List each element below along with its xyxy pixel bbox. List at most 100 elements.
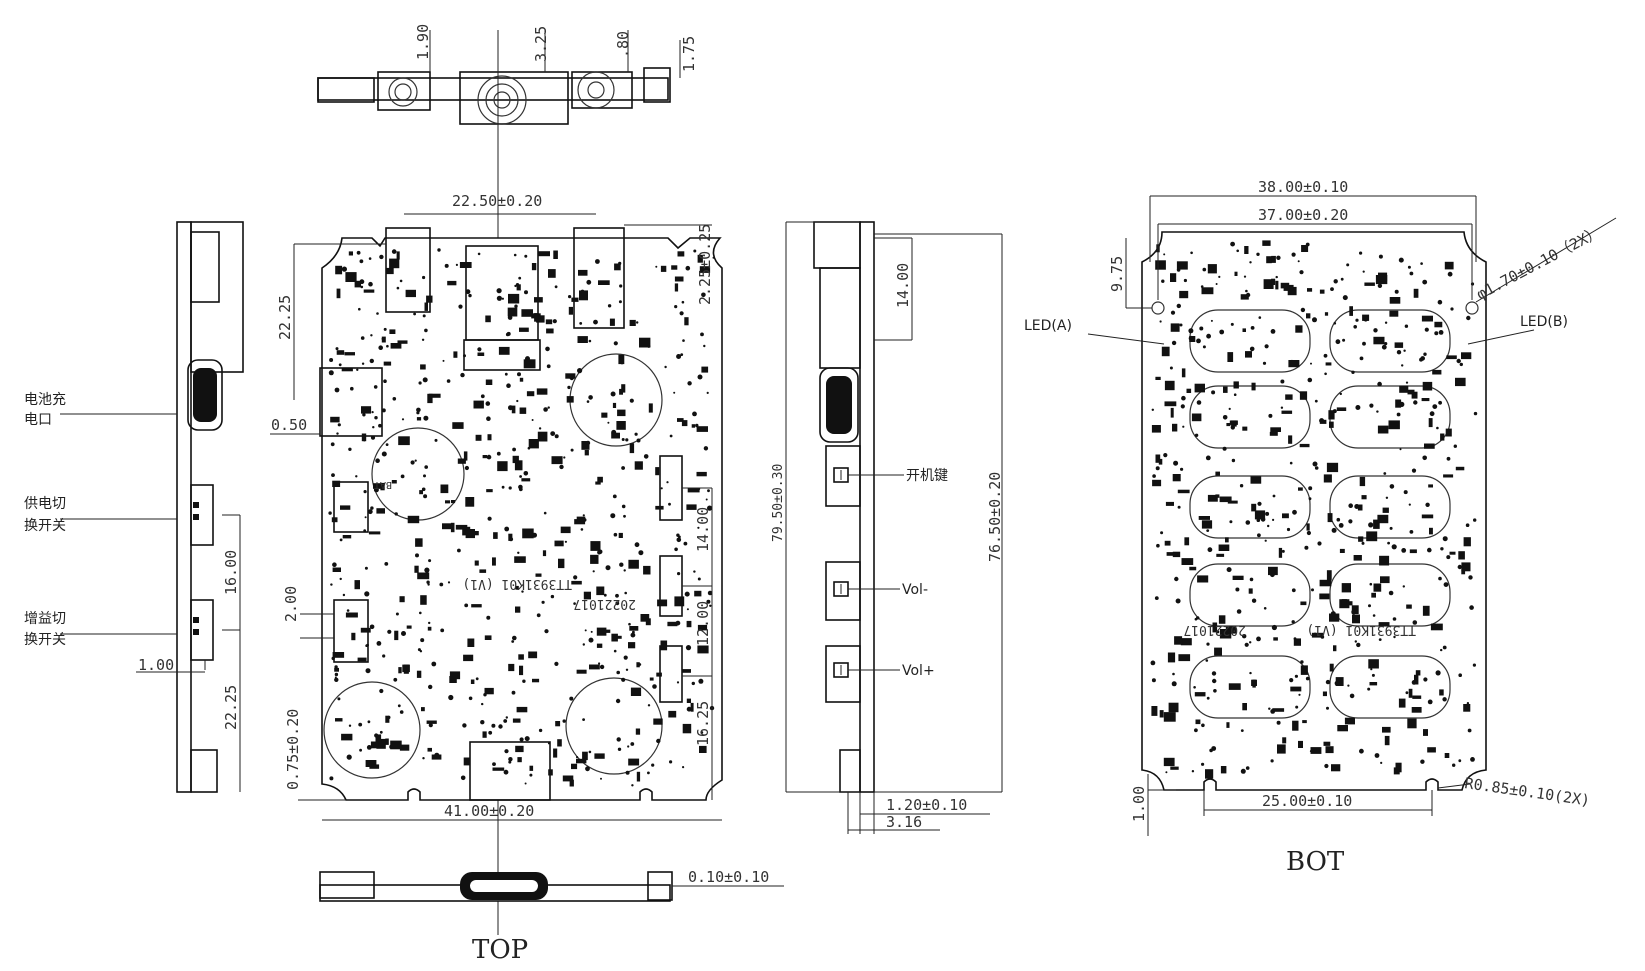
smd-pad — [1299, 391, 1308, 400]
via-dot — [1389, 526, 1393, 530]
via-dot — [496, 288, 502, 294]
via-dot — [1361, 541, 1365, 545]
via-dot — [1291, 620, 1295, 624]
smd-pad — [512, 718, 521, 723]
right-dim-height-left: 79.50±0.30 — [771, 464, 786, 542]
via-dot — [1218, 275, 1221, 278]
via-dot — [1249, 261, 1252, 264]
via-dot — [447, 581, 451, 584]
via-dot — [623, 655, 628, 660]
via-dot — [1427, 547, 1432, 553]
via-dot — [1362, 341, 1366, 346]
via-dot — [1325, 679, 1331, 685]
via-dot — [422, 314, 426, 318]
smd-pad — [1198, 516, 1210, 520]
via-dot — [674, 305, 678, 309]
smd-pad — [1268, 566, 1278, 576]
top-edge-dim-2: 3.25 — [532, 26, 550, 62]
smd-pad — [653, 718, 663, 725]
via-dot — [1230, 241, 1235, 247]
via-dot — [1434, 331, 1439, 336]
smd-pad — [1273, 637, 1278, 641]
via-dot — [1271, 624, 1277, 631]
via-dot — [504, 749, 509, 754]
smd-pad — [1205, 769, 1214, 779]
via-dot — [1291, 588, 1296, 593]
smd-pad — [449, 676, 457, 683]
via-dot — [1367, 687, 1371, 691]
smd-pad — [699, 266, 711, 273]
via-dot — [498, 724, 503, 729]
smd-pad — [1300, 665, 1308, 675]
smd-pad — [1207, 494, 1218, 502]
via-dot — [643, 454, 649, 459]
via-dot — [1196, 338, 1201, 344]
top-silkscreen-date: 20221017 — [573, 596, 636, 611]
via-dot — [334, 672, 339, 677]
via-dot — [623, 514, 626, 518]
via-dot — [1435, 670, 1441, 676]
via-dot — [1272, 518, 1275, 522]
via-dot — [1396, 350, 1402, 355]
smd-pad — [1174, 636, 1183, 645]
via-dot — [417, 648, 421, 652]
smd-pad — [1216, 553, 1225, 557]
smd-pad — [1248, 588, 1253, 594]
smd-pad — [487, 434, 492, 441]
via-dot — [674, 547, 678, 552]
smd-pad — [1429, 527, 1433, 535]
via-dot — [1333, 279, 1338, 284]
via-dot — [603, 593, 607, 597]
via-dot — [508, 486, 512, 490]
via-dot — [1373, 328, 1378, 333]
via-dot — [379, 730, 383, 734]
dim-right-mid2: 12.00 — [694, 601, 712, 646]
smd-pad — [1266, 256, 1272, 264]
left-side-view — [176, 221, 244, 793]
via-dot — [423, 474, 426, 478]
via-dot — [1161, 279, 1165, 283]
smd-pad — [428, 393, 441, 398]
via-dot — [444, 263, 449, 268]
smd-pad — [417, 572, 430, 580]
smd-pad — [1189, 566, 1197, 571]
via-dot — [1275, 275, 1278, 279]
via-dot — [1420, 262, 1423, 265]
smd-pad — [1430, 623, 1443, 631]
smd-pad — [630, 687, 642, 696]
smd-pad — [405, 289, 416, 298]
via-dot — [617, 747, 622, 751]
smd-pad — [514, 460, 523, 471]
smd-pad — [674, 283, 679, 292]
smd-pad — [1319, 593, 1330, 600]
via-dot — [423, 494, 428, 499]
smd-pad — [701, 366, 709, 373]
via-dot — [1194, 617, 1198, 621]
via-dot — [1436, 426, 1439, 430]
via-dot — [379, 254, 384, 260]
smd-pad — [697, 624, 708, 631]
smd-pad — [471, 604, 482, 608]
smd-pad — [521, 478, 531, 482]
smd-pad — [569, 779, 574, 787]
smd-pad — [1310, 747, 1322, 754]
via-dot — [514, 284, 517, 288]
smd-pad — [1369, 682, 1378, 686]
via-dot — [1472, 663, 1476, 667]
smd-pad — [1389, 297, 1401, 304]
via-dot — [1306, 530, 1311, 536]
via-dot — [1210, 319, 1213, 322]
smd-pad — [485, 379, 493, 385]
via-dot — [1458, 759, 1462, 763]
via-dot — [1377, 381, 1382, 387]
via-dot — [1245, 520, 1251, 525]
via-dot — [647, 771, 650, 775]
via-dot — [1425, 502, 1430, 507]
smd-pad — [1325, 746, 1334, 754]
smd-pad — [1179, 290, 1189, 299]
bot-silkscreen-date: 20221017 — [1183, 622, 1246, 637]
smd-pad — [1163, 757, 1175, 767]
via-dot — [342, 593, 346, 597]
smd-pad — [1151, 425, 1161, 433]
